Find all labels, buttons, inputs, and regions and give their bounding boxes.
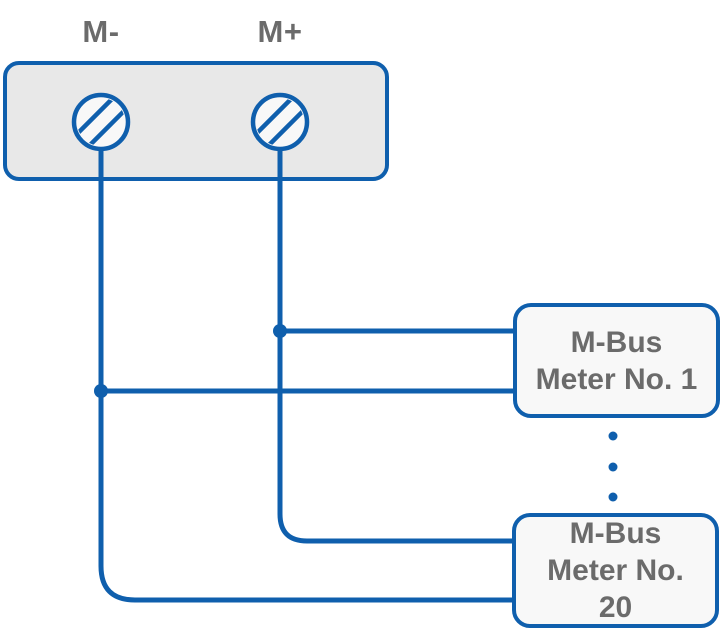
meter-box-20-line: Meter No. <box>547 554 684 587</box>
junction-dot-m-plus <box>273 324 287 338</box>
meter-box-1-line: M-Bus <box>570 325 663 359</box>
ellipsis-dots <box>608 431 618 502</box>
meter-box-20-line: M-Bus <box>569 517 662 550</box>
terminal-block <box>3 61 389 181</box>
terminal-label-m-plus: M+ <box>257 14 303 49</box>
screw-terminal-m-plus <box>250 92 310 152</box>
meter-box-20-line: 20 <box>598 591 633 624</box>
meter-box-1-line: Meter No. 1 <box>535 362 698 396</box>
meter-box-1: M-Bus Meter No. 1 <box>513 303 720 418</box>
wire-m-plus-to-meter-20 <box>277 147 517 544</box>
wire-m-minus-to-meter-20 <box>98 147 517 603</box>
screw-terminal-m-minus <box>71 92 131 152</box>
meter-box-20: M-Bus Meter No. 20 <box>512 513 719 628</box>
terminal-label-m-minus: M- <box>82 14 120 49</box>
junction-dot-m-minus <box>94 384 108 398</box>
